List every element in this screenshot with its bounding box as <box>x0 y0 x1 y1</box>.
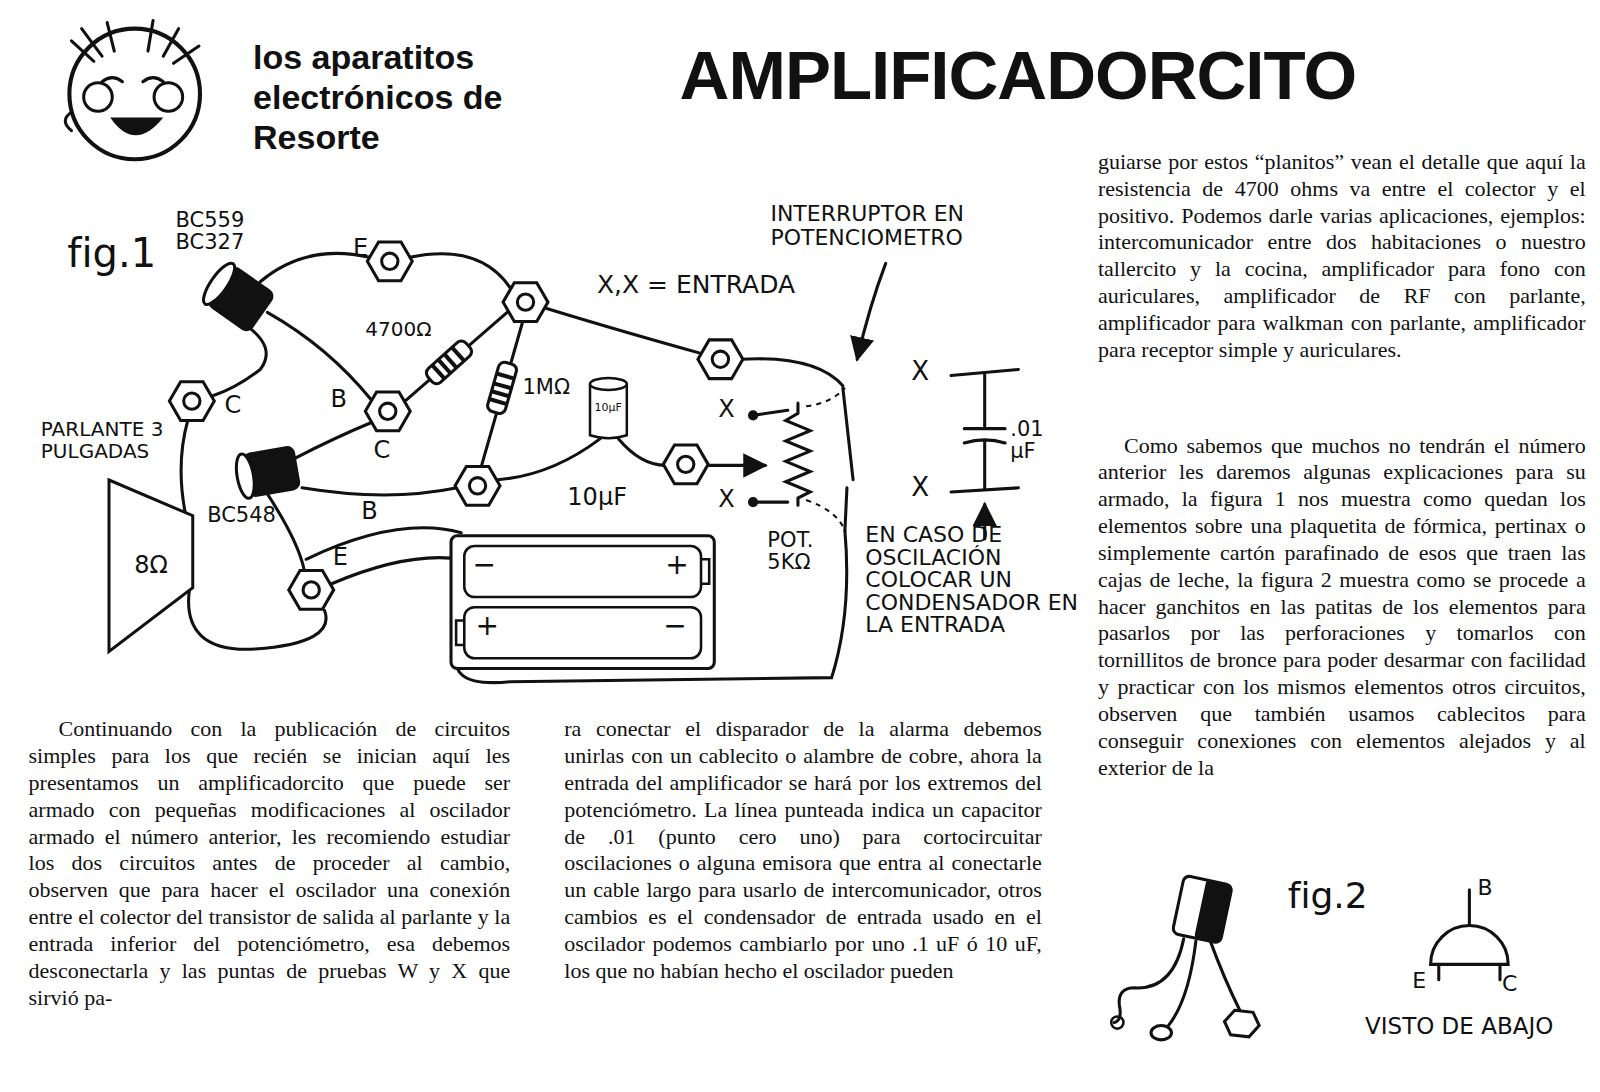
wire <box>482 323 523 466</box>
wire <box>267 312 371 400</box>
pin-name: C <box>373 437 390 463</box>
terminal-nut <box>169 382 214 421</box>
capacitor-top <box>590 377 627 389</box>
wire <box>741 359 843 386</box>
part-name: BC548 <box>207 504 276 527</box>
capacitor-outline <box>590 383 627 437</box>
ear <box>65 112 71 130</box>
transistor-drawing <box>1111 875 1259 1040</box>
part-value: 4700Ω <box>365 318 431 340</box>
glasses <box>84 83 113 112</box>
figure-label: fig.2 <box>1288 876 1368 916</box>
body-text: Como sabemos que muchos no tendrán el nú… <box>1098 433 1586 782</box>
wire <box>212 325 266 396</box>
battery-holder <box>451 536 714 669</box>
terminal-dot <box>748 497 758 507</box>
wire <box>546 308 700 353</box>
page-title: AMPLIFICADORCITO <box>680 41 1357 110</box>
resistor-symbol <box>486 361 518 415</box>
terminal-nut <box>365 392 410 431</box>
wires <box>181 253 847 682</box>
wire <box>332 558 462 584</box>
wire <box>306 528 461 559</box>
note-text: EN CASO DE OSCILACIÓN COLOCAR UN CONDENS… <box>865 524 1084 636</box>
node-text: 10µF <box>594 401 621 414</box>
part-value: 10µF <box>567 484 627 510</box>
wiper-wire <box>706 464 765 467</box>
face-outline <box>69 29 200 160</box>
capacitor-body: 10µF <box>588 376 629 439</box>
pin-name: C <box>1502 972 1517 996</box>
wire <box>260 253 369 281</box>
logo-face <box>65 20 200 159</box>
pin-name: C <box>224 392 241 418</box>
glasses <box>154 83 183 112</box>
terminal-nut <box>663 445 708 484</box>
pin-name: B <box>1478 876 1493 900</box>
part-name: BC559 BC327 <box>176 209 268 253</box>
note-text: INTERRUPTOR EN POTENCIOMETRO <box>770 202 964 250</box>
signal-name: X <box>911 357 929 386</box>
terminal-nut <box>503 283 548 322</box>
resistor-symbol <box>424 338 474 386</box>
body-text: Continuando con la publicación de circui… <box>29 716 511 1011</box>
node-text: 8Ω <box>134 551 168 579</box>
pin-name: B <box>331 386 347 412</box>
eyes <box>102 78 163 82</box>
transistor-symbol <box>198 259 276 334</box>
pin-name: B <box>361 498 377 524</box>
speaker-outline <box>109 480 193 652</box>
signal-name: X <box>911 473 929 502</box>
polarity-mark: − <box>472 550 495 581</box>
part-value: 1MΩ <box>522 376 570 399</box>
wire <box>293 423 372 460</box>
wire <box>302 488 457 495</box>
signal-name: X <box>718 486 734 512</box>
caption-text: VISTO DE ABAJO <box>1357 1014 1561 1038</box>
signal-name: X <box>718 396 734 422</box>
part-value: POT. 5KΩ <box>767 529 849 573</box>
figure-label: fig.1 <box>67 231 156 275</box>
switch-symbol <box>843 388 853 531</box>
polarity-mark: − <box>663 611 686 642</box>
terminal-dot <box>748 410 758 420</box>
pin-name: E <box>333 544 348 570</box>
terminal-nut <box>455 466 500 505</box>
note-text: X,X = ENTRADA <box>597 271 795 299</box>
polarity-mark: + <box>476 611 499 642</box>
hair <box>71 20 199 63</box>
mouth <box>110 117 163 135</box>
potentiometer-symbol <box>786 403 810 505</box>
wire <box>410 254 510 288</box>
wire <box>618 439 665 466</box>
switch-link <box>806 388 845 531</box>
pin-name: E <box>1412 969 1426 993</box>
speaker-symbol: 8Ω <box>107 478 195 654</box>
wire <box>753 501 788 504</box>
capacitor-symbol <box>951 369 1018 491</box>
wire <box>753 410 788 415</box>
terminal-nut <box>289 570 334 609</box>
header-text: los aparatitos electrónicos de Resorte <box>253 37 551 157</box>
body-text: ra conectar el disparador de la alarma d… <box>564 716 1042 984</box>
body-text: guiarse por estos “planitos” vean el det… <box>1098 149 1586 364</box>
polarity-mark: + <box>665 550 688 581</box>
pinout-symbol <box>1431 890 1509 980</box>
wire <box>181 420 188 515</box>
transistor-symbol <box>233 445 301 500</box>
part-value: .01 µF <box>1010 418 1067 462</box>
pin-name: E <box>353 235 368 261</box>
terminal-nut <box>367 242 412 281</box>
part-name: PARLANTE 3 PULGADAS <box>41 418 172 462</box>
terminal-nut <box>698 340 743 379</box>
wire <box>498 439 600 480</box>
leader-arrow <box>857 263 886 359</box>
